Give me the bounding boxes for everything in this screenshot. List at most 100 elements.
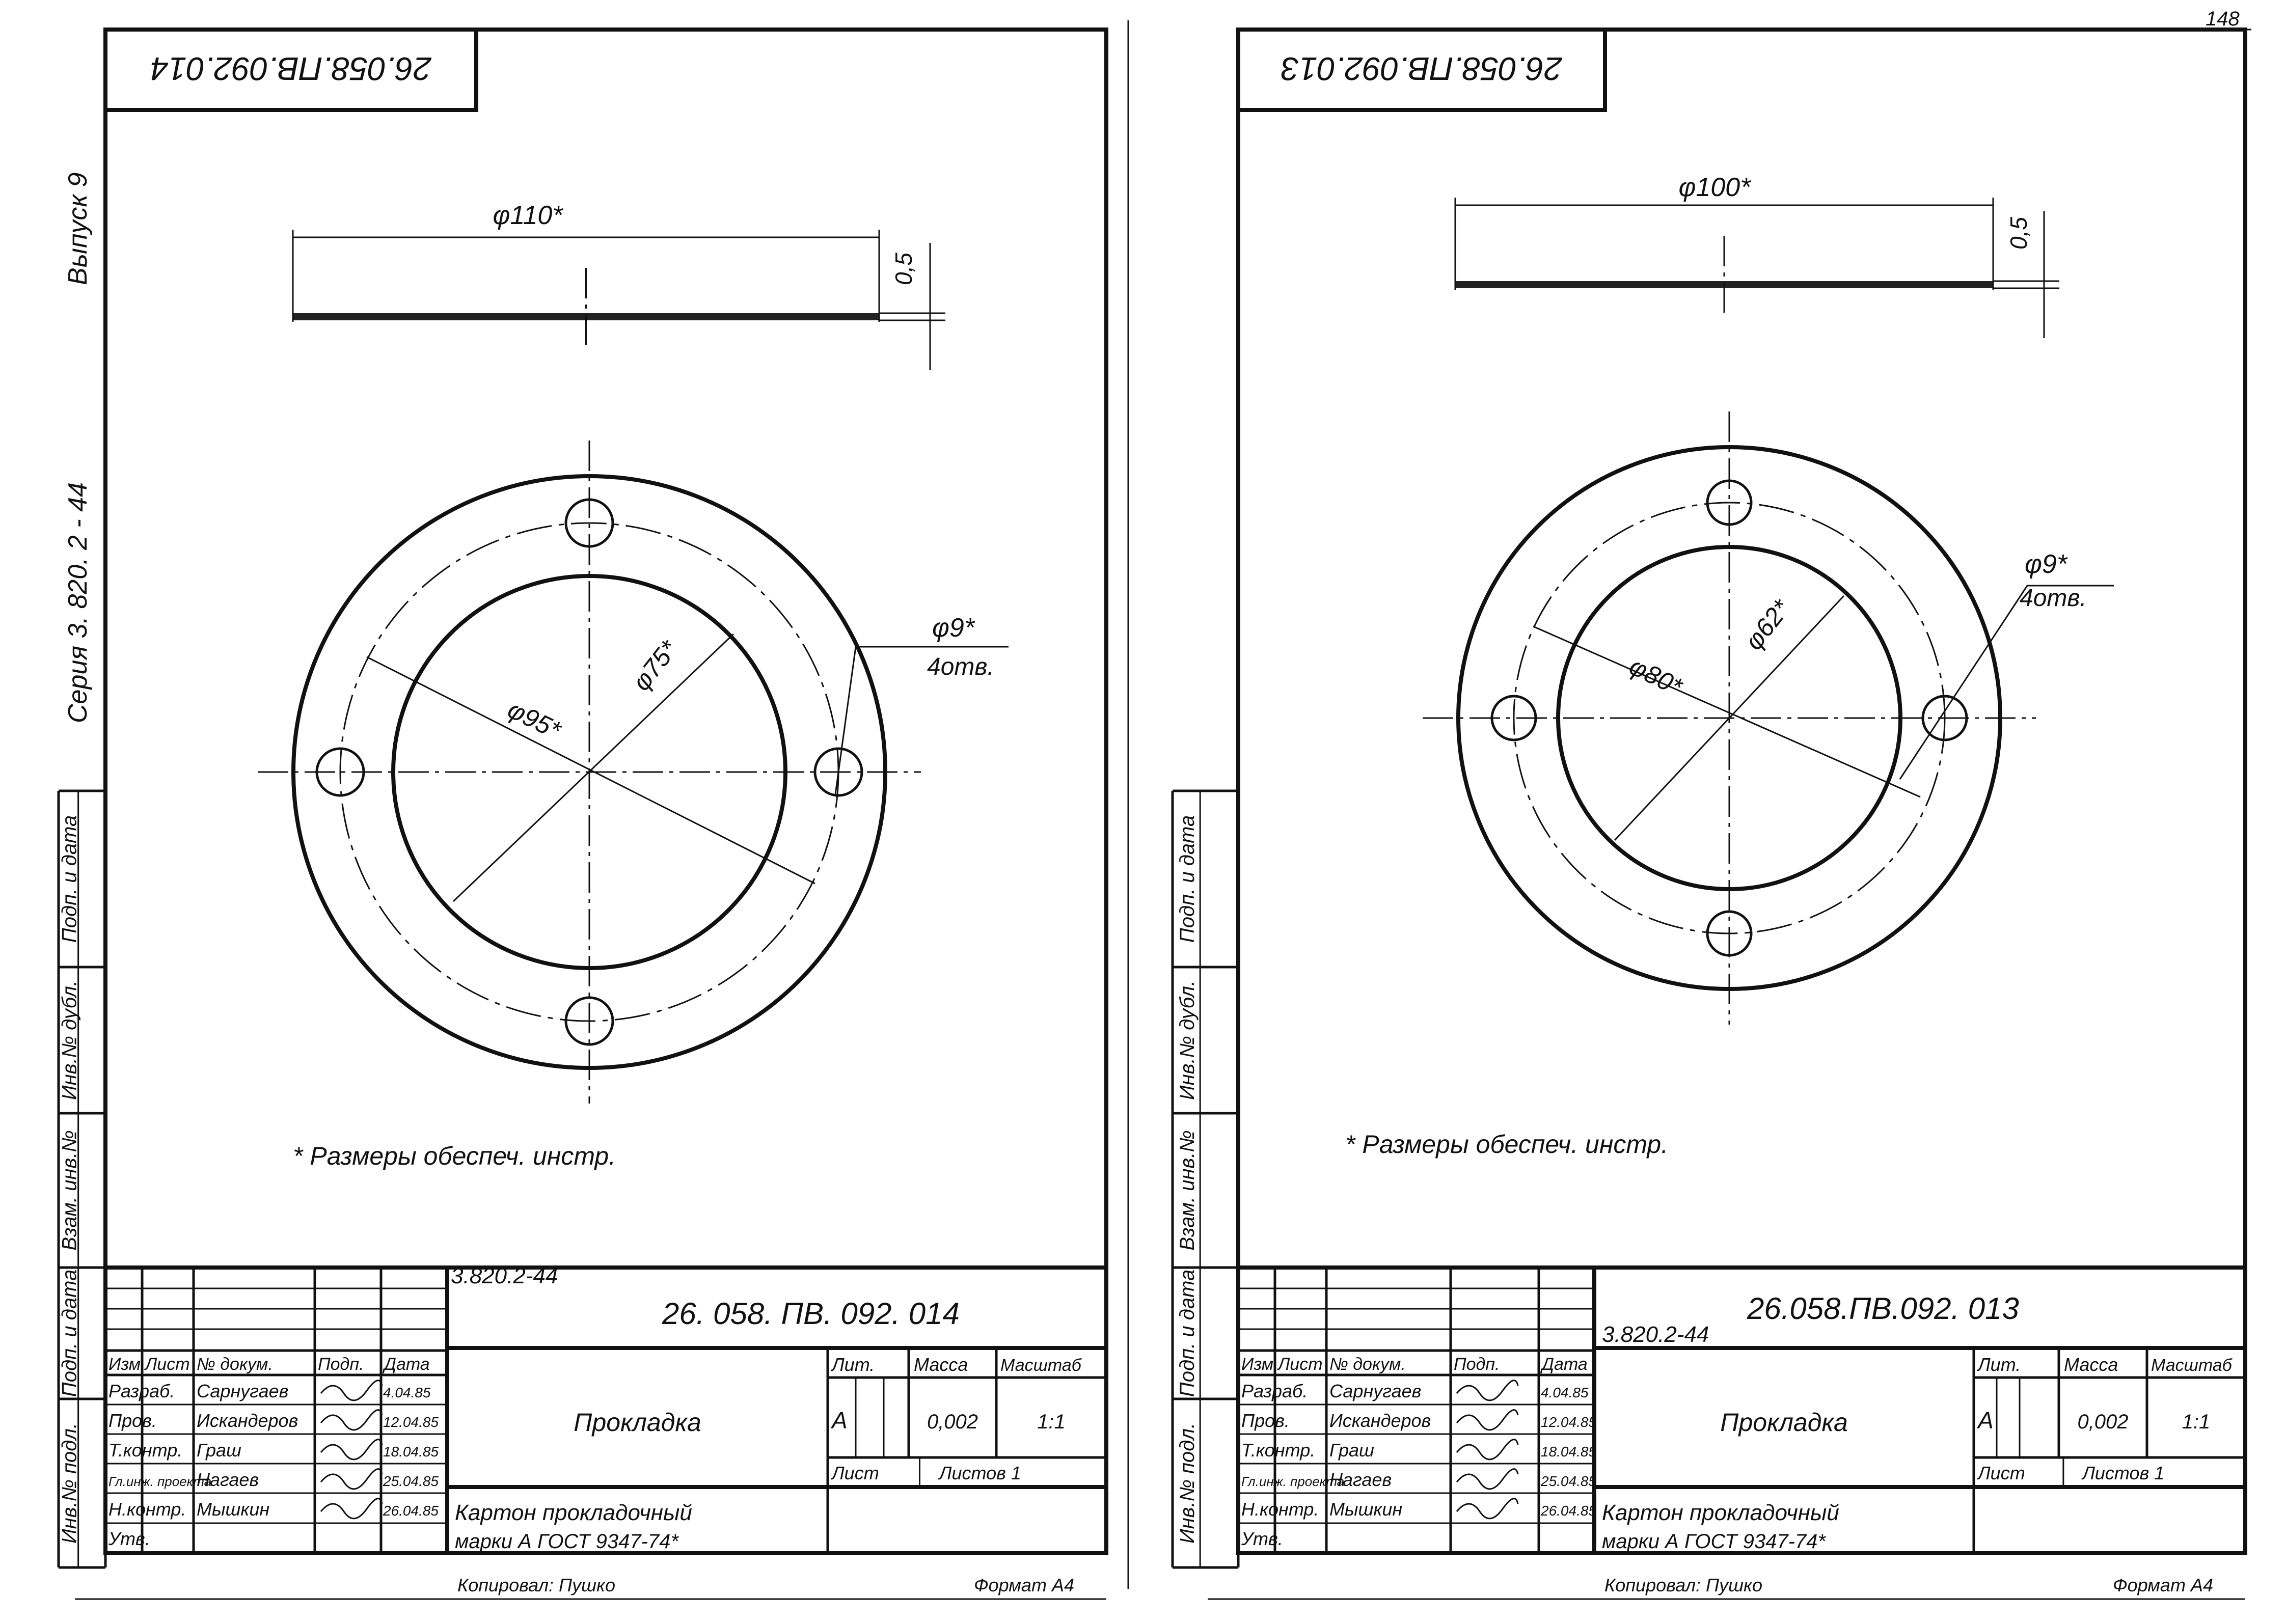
dimension-note: * Размеры обеспеч. инстр.	[1345, 1130, 1668, 1159]
bolt-hole	[315, 747, 365, 797]
signer-role: Пров.	[108, 1410, 157, 1431]
column-header: Подп.	[318, 1355, 364, 1374]
material-line: Картон прокладочный	[1602, 1500, 1839, 1525]
scale-label: Масштаб	[2151, 1356, 2233, 1375]
scale-value: 1:1	[2182, 1411, 2211, 1433]
gasket-outer-edge	[1456, 445, 2002, 991]
signature	[320, 1439, 383, 1461]
margin-label: Взам. инв.№	[58, 1130, 80, 1250]
signature-date: 25.04.85	[1540, 1473, 1596, 1489]
signer-role: Утв.	[108, 1528, 150, 1549]
column-header: Подп.	[1454, 1355, 1500, 1374]
bolt-hole	[813, 747, 863, 797]
signer-name: Мышкин	[197, 1499, 269, 1520]
sheet-frame	[103, 27, 1108, 1555]
margin-label: Взам. инв.№	[1176, 1130, 1199, 1250]
signer-role: Пров.	[1241, 1410, 1290, 1431]
leader-line-hole	[1899, 585, 2028, 780]
dimension-note: * Размеры обеспеч. инстр.	[293, 1142, 616, 1170]
signer-role: Гл.инж. проекта	[108, 1474, 211, 1489]
signature	[1456, 1409, 1519, 1431]
signature	[320, 1380, 383, 1401]
mass-value: 0,002	[2077, 1411, 2128, 1433]
signature-date: 26.04.85	[1540, 1503, 1596, 1519]
mass-value: 0,002	[927, 1411, 978, 1433]
signer-name: Граш	[1329, 1440, 1374, 1461]
signer-role: Гл.инж. проекта	[1241, 1474, 1344, 1489]
signer-name: Сарнугаев	[1329, 1381, 1421, 1401]
signature	[320, 1468, 383, 1490]
dimension-line-inner	[1614, 595, 1845, 841]
signature-date: 18.04.85	[1541, 1444, 1596, 1460]
sheet-left: 26.058.ПВ.092.014φ110*0,5φ95*φ75*φ9*4отв…	[75, 27, 1108, 1600]
signature-date: 18.04.85	[383, 1444, 439, 1460]
signer-role: Н.контр.	[108, 1499, 186, 1520]
signature-date: 12.04.85	[1541, 1414, 1596, 1430]
signer-role: Разраб.	[108, 1381, 175, 1401]
column-header: Изм.	[108, 1355, 146, 1374]
bolt-hole	[1921, 695, 1968, 741]
series-code: 3.820.2-44	[451, 1263, 558, 1288]
signer-role: Н.контр.	[1241, 1499, 1319, 1520]
dim-thickness: 0,5	[890, 253, 917, 285]
signature-date: 25.04.85	[383, 1473, 439, 1489]
dim-hole-diameter: φ9*	[2025, 549, 2068, 579]
signature-date: 4.04.85	[383, 1385, 431, 1400]
signature-date: 12.04.85	[383, 1414, 439, 1430]
dim-hole-diameter: φ9*	[932, 613, 975, 643]
part-name: Прокладка	[1720, 1408, 1848, 1437]
stamp-box	[103, 27, 478, 112]
gasket-inner-edge	[391, 574, 787, 970]
bolt-hole	[1490, 695, 1537, 741]
dim-inner-diameter: φ75*	[627, 635, 684, 696]
column-header: № докум.	[197, 1355, 273, 1374]
dim-thickness: 0,5	[2005, 217, 2032, 250]
leader-line-hole	[834, 646, 857, 795]
stamp-box	[1236, 27, 1607, 112]
column-header: Дата	[382, 1355, 430, 1374]
part-name: Прокладка	[574, 1408, 701, 1437]
lit-label: Лит.	[1977, 1354, 2021, 1375]
margin-label: Подп. и дата	[58, 815, 80, 943]
issue-label: Выпуск 9	[63, 173, 93, 285]
margin-label: Инв.№ подл.	[1176, 1423, 1199, 1544]
signature	[320, 1409, 383, 1431]
column-header: Дата	[1540, 1355, 1588, 1374]
lit-label: Лит.	[831, 1354, 875, 1375]
gasket-outer-edge	[291, 474, 887, 1070]
gasket-inner-edge	[1556, 545, 1902, 891]
margin-label: Подп. и дата	[58, 1270, 80, 1397]
bolt-hole	[1706, 479, 1753, 526]
paper-format: Формат А4	[2113, 1575, 2213, 1595]
signature	[1456, 1498, 1519, 1520]
bolt-hole	[1706, 910, 1753, 957]
sheet-frame	[1236, 27, 2247, 1555]
dim-bolt-circle: φ80*	[1625, 652, 1688, 702]
dim-bolt-circle: φ95*	[503, 695, 566, 745]
margin-label: Инв.№ дубл.	[58, 980, 80, 1100]
signer-name: Граш	[197, 1440, 241, 1461]
material-line: марки А ГОСТ 9347-74*	[1602, 1530, 1826, 1553]
bolt-circle	[1513, 502, 1946, 934]
lit-value: А	[1976, 1407, 1994, 1434]
signer-name: Нагаев	[1329, 1469, 1392, 1490]
bolt-hole	[564, 996, 614, 1046]
stamp-code: 26.058.ПВ.092.013	[1281, 50, 1563, 87]
sheet-label: Лист	[1977, 1463, 2025, 1483]
signature	[1456, 1468, 1519, 1490]
dim-hole-count: 4отв.	[2020, 585, 2087, 612]
dimension-line-bolt-circle	[1533, 625, 1921, 798]
signature-date: 26.04.85	[383, 1503, 439, 1519]
signer-name: Нагаев	[197, 1469, 259, 1490]
paper-format: Формат А4	[974, 1575, 1074, 1595]
bolt-hole	[564, 498, 614, 548]
dim-inner-diameter: φ62*	[1739, 594, 1796, 655]
signer-role: Разраб.	[1241, 1381, 1308, 1401]
signature	[320, 1498, 383, 1520]
copied-by: Копировал: Пушко	[1604, 1575, 1762, 1595]
signer-role: Т.контр.	[1241, 1440, 1315, 1461]
series-code: 3.820.2-44	[1602, 1322, 1709, 1347]
sheets-count: Листов 1	[2081, 1463, 2164, 1483]
material-line: марки А ГОСТ 9347-74*	[455, 1530, 679, 1553]
